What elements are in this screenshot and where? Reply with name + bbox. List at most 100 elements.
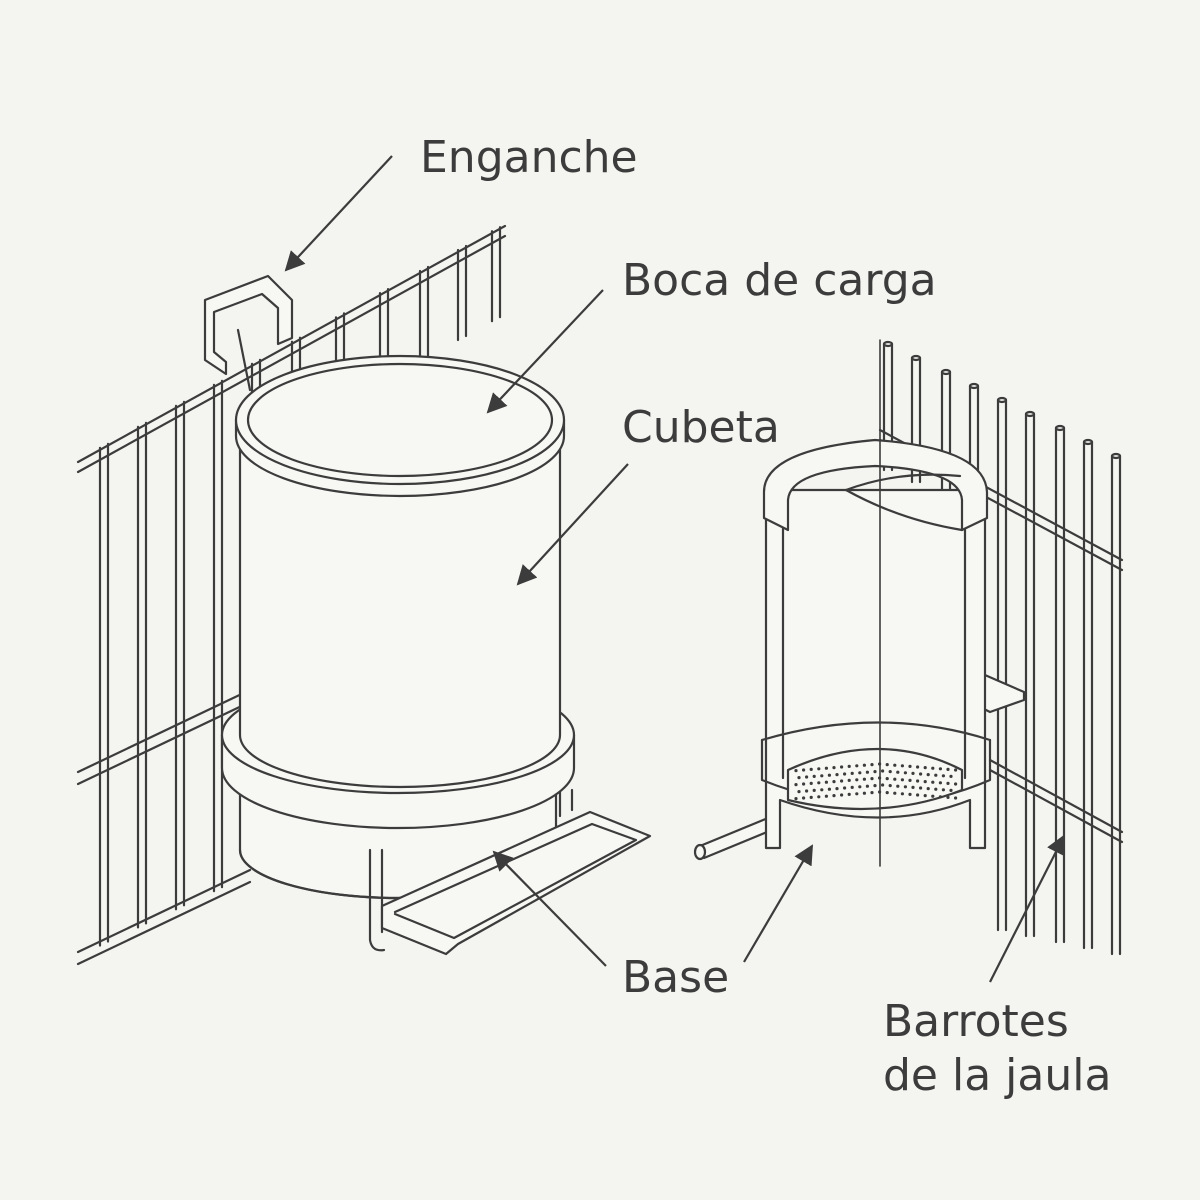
perforation-hole (862, 791, 867, 795)
tub (238, 408, 562, 789)
cutaway-feeder (693, 339, 1026, 867)
perforation-hole (941, 774, 946, 778)
bar-cap (882, 340, 894, 348)
perforation-hole (827, 787, 832, 791)
perforation-hole (923, 780, 927, 784)
perforation-hole (893, 777, 897, 781)
perforation-hole (817, 767, 821, 771)
perforation-hole (919, 772, 923, 776)
perforation-hole (900, 792, 905, 796)
perforation-hole (903, 785, 908, 789)
perforation-hole (893, 763, 897, 767)
arrow-bars (989, 834, 1065, 983)
perforation-hole (835, 773, 839, 777)
perforation-hole (938, 781, 943, 785)
label-loading-mouth: Boca de carga (622, 255, 937, 306)
perforation-hole (888, 784, 892, 788)
perforation-hole (855, 792, 859, 796)
perforation-hole (881, 783, 885, 787)
perforation-hole (908, 778, 912, 783)
perforation-hole (870, 777, 874, 781)
perforation-hole (824, 766, 829, 770)
perforation-hole (870, 763, 874, 767)
arrow-base-left (492, 850, 607, 967)
perforation-hole (893, 791, 897, 795)
perforation-hole (885, 791, 889, 795)
left-cage-bars (76, 224, 507, 966)
perforation-hole (934, 787, 938, 791)
labels: Enganche Boca de carga Cubeta Base Barro… (420, 132, 1111, 1101)
perforation-hole (812, 774, 816, 779)
leader-arrows (284, 155, 1065, 983)
perforation-hole (802, 782, 806, 786)
perforation-hole (794, 797, 798, 801)
perforation-hole (938, 767, 943, 771)
label-bars-line1: Barrotes (883, 996, 1069, 1047)
perforation-hole (847, 792, 851, 797)
perforation-hole (873, 770, 877, 774)
perforation-hole (832, 794, 836, 798)
perforation-hole (817, 781, 821, 785)
perforation-hole (954, 782, 958, 786)
perforation-hole (824, 780, 829, 784)
perforation-hole (832, 766, 836, 770)
perforation-hole (949, 774, 953, 779)
perforation-hole (858, 785, 862, 789)
perforation-hole (926, 787, 930, 791)
perforation-hole (908, 764, 912, 769)
perforation-hole (911, 785, 915, 790)
perforation-hole (896, 770, 900, 774)
perforation-hole (797, 790, 801, 794)
bar-cap (1054, 424, 1066, 432)
perforation-hole (862, 777, 867, 781)
label-bars-line2: de la jaula (883, 1050, 1111, 1101)
perforation-hole (931, 766, 935, 770)
perforation-hole (934, 773, 938, 777)
perforation-hole (946, 795, 950, 800)
bar-cap (996, 396, 1008, 404)
perforation-hole (847, 778, 851, 783)
perforation-hole (797, 776, 801, 780)
perforation-hole (903, 771, 908, 775)
perforation-hole (805, 789, 809, 793)
perforation-hole (916, 765, 920, 769)
perforation-hole (855, 764, 859, 768)
perforation-hole (840, 779, 844, 783)
perforation-hole (820, 788, 824, 792)
perforation-hole (931, 780, 935, 784)
perforation-hole (809, 781, 813, 786)
perforation-hole (919, 786, 923, 790)
arrow-hook (284, 155, 393, 272)
perforation-hole (946, 767, 950, 772)
perforation-hole (865, 770, 870, 774)
perforation-hole (888, 770, 892, 774)
perforation-hole (885, 763, 889, 767)
perforation-hole (824, 794, 829, 798)
left-feeder (203, 274, 652, 956)
perforation-hole (931, 794, 935, 798)
perforation-hole (862, 763, 867, 767)
loading-mouth (234, 354, 566, 498)
perforation-hole (794, 769, 798, 773)
perforation-hole (809, 795, 813, 800)
bar-cap (1082, 438, 1094, 446)
perforation-hole (805, 775, 809, 779)
perforation-hole (847, 764, 851, 769)
perforation-hole (809, 767, 813, 772)
perforation-hole (832, 780, 836, 784)
perforation-hole (858, 771, 862, 775)
perforation-hole (900, 778, 905, 782)
perforation-hole (802, 796, 806, 800)
perforation-hole (885, 777, 889, 781)
bar-cap (940, 368, 952, 376)
bar-cap (1024, 410, 1036, 418)
hook (203, 274, 294, 392)
perforation-hole (896, 784, 900, 788)
bar-cap (968, 382, 980, 390)
perforation-hole (954, 796, 958, 800)
bar-cap (910, 354, 922, 362)
perforation-hole (843, 772, 847, 776)
bar-cap (1110, 452, 1122, 460)
